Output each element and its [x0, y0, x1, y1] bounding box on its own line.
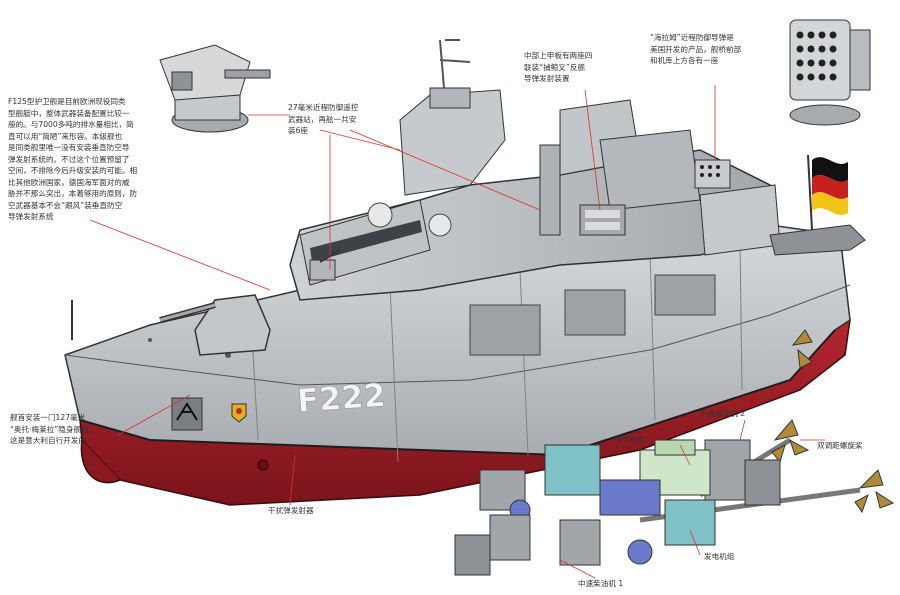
annotation-intro: F125型护卫舰是目前欧洲现役同类型舰艇中，整体武器装备配置比较一般的。与700…: [8, 96, 168, 223]
annotation-line: 发电机组: [704, 552, 735, 561]
ram-cell: [796, 31, 804, 39]
ram-cell: [807, 31, 815, 39]
annotation-line: 双调距螺旋桨: [817, 441, 863, 450]
ram-cell: [807, 45, 815, 53]
ram-launcher-inset: [789, 19, 871, 126]
remote-weapon-station-icon: [159, 44, 271, 133]
ram-cell: [807, 59, 815, 67]
annotation-line: 直可以用“简陋”来形容。本级舰也: [8, 131, 123, 141]
annotation-line: “奥托·梅莱拉”隐身舰炮，: [10, 424, 97, 434]
annotation-line: 比其他欧洲国家，德国海军面对的威: [8, 177, 130, 187]
propeller-icon: [771, 419, 895, 514]
ram-cell: [807, 73, 815, 81]
ram-cell: [829, 59, 837, 67]
annotation-line: 联装“捕鲸叉”反舰: [524, 62, 586, 72]
annotation-turbine: 燃气轮机: [614, 434, 644, 446]
annotation-line: 干扰弹发射器: [268, 506, 314, 515]
annotation-line: 胁并不那么突出，本着够用的原则，防: [8, 189, 138, 198]
ram-cell: [796, 73, 804, 81]
german-flag-icon: [807, 154, 848, 231]
hull-propeller: [791, 329, 813, 369]
superstructure: [289, 39, 866, 356]
annotation-line: 是同类舰里唯一没有安装垂直防空导: [8, 143, 130, 152]
ram-cell: [818, 59, 826, 67]
ram-launcher-icon: [694, 159, 731, 189]
annotation-line: 武器站，再舷一共安: [288, 114, 357, 124]
annotation-generator: 发电机组: [704, 551, 734, 563]
annotation-line: 般的。与7000多吨的排水量相比，简: [8, 120, 134, 129]
annotation-line: 美国开发的产品，舰桥前部: [650, 44, 742, 54]
annotation-line: 舰首安装一门127毫米: [10, 413, 86, 422]
ram-cell: [796, 45, 804, 53]
ram-cell: [796, 59, 804, 67]
annotation-line: 导弹发射装置: [524, 74, 570, 83]
annotation-line: 燃气轮机: [614, 435, 645, 444]
ram-cell: [818, 73, 826, 81]
annotation-main-gun: 舰首安装一门127毫米 “奥托·梅莱拉”隐身舰炮， 这是意大利自行开发的: [10, 412, 130, 447]
annotation-27mm-gun: 27毫米近程防御遥控武器站，再舷一共安装6座: [288, 102, 378, 137]
annotation-line: 中速柴油机 2: [700, 409, 746, 418]
annotation-line: 装6座: [288, 126, 309, 135]
hull-number: F222: [296, 376, 387, 420]
annotation-diesel-1: 中速柴油机 1: [578, 578, 623, 590]
annotation-line: 空间，不排除今后升级安装的可能。相: [8, 166, 138, 175]
annotation-line: 中部上甲板有两座四: [524, 51, 593, 60]
annotation-line: 这是意大利自行开发的: [10, 436, 86, 445]
propulsion-system: [454, 419, 895, 576]
eagle-emblem-icon: [171, 397, 203, 431]
ram-cell: [818, 31, 826, 39]
leader-lines: [89, 85, 825, 579]
harpoon-launcher: [579, 204, 626, 236]
annotation-line: 27毫米近程防御遥控: [288, 103, 359, 112]
ram-cell: [829, 45, 837, 53]
coat-of-arms-icon: [231, 403, 247, 423]
main-gun-turret: [159, 294, 271, 356]
annotation-line: 空武器基本不会“跟风”装垂直防空: [8, 200, 123, 210]
annotation-line: “海拉姆”近程防御导弹是: [650, 33, 734, 42]
ram-cell: [829, 73, 837, 81]
annotation-line: 导弹发射系统: [8, 212, 54, 221]
annotation-line: 型舰艇中，整体武器装备配置比较一: [8, 108, 130, 118]
annotation-line: F125型护卫舰是目前欧洲现役同类: [8, 97, 126, 106]
annotation-diesel-2: 中速柴油机 2: [700, 408, 745, 420]
annotation-harpoon: 中部上甲板有两座四联装“捕鲸叉”反舰导弹发射装置: [524, 50, 624, 85]
annotation-ram: “海拉姆”近程防御导弹是美国开发的产品，舰桥前部和机库上方各有一座: [650, 32, 770, 67]
annotation-line: 中速柴油机 1: [578, 579, 624, 588]
ram-cell: [829, 31, 837, 39]
annotation-decoy: 干扰弹发射器: [268, 505, 314, 517]
annotation-line: 和机库上方各有一座: [650, 56, 719, 65]
annotation-propeller: 双调距螺旋桨: [817, 440, 863, 452]
ram-cell: [818, 45, 826, 53]
annotation-line: 弹发射系统的。不过这个位置预留了: [8, 154, 130, 164]
